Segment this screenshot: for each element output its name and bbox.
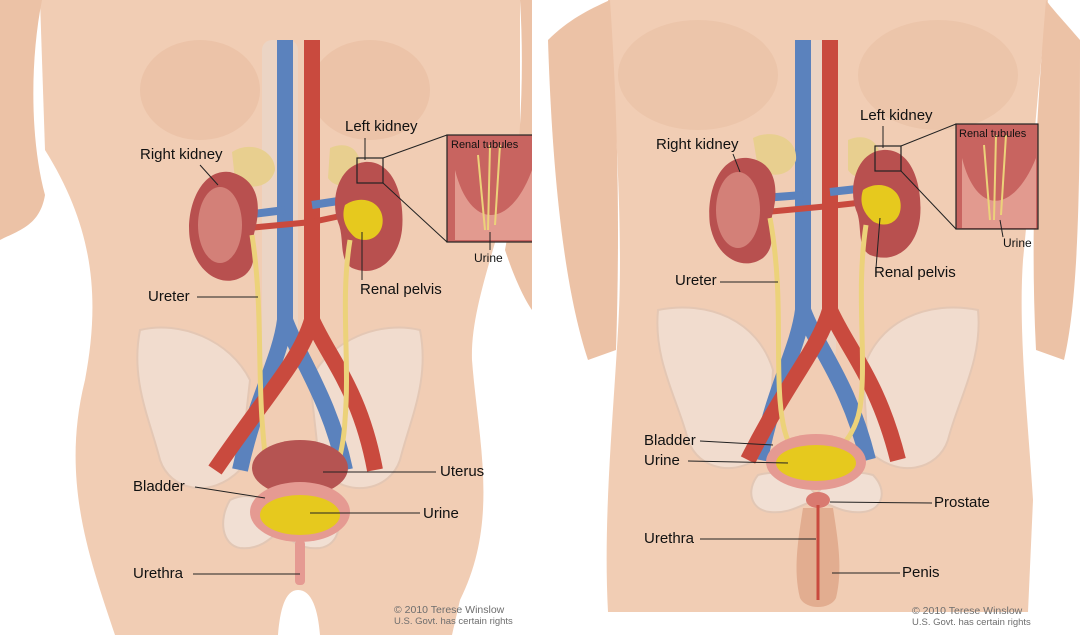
male-zoom-line-top	[900, 123, 957, 147]
female-zoom-line-top	[382, 134, 448, 159]
female-label-ureter: Ureter	[148, 288, 190, 305]
male-leader-urine	[687, 460, 789, 464]
female-inset-tubules	[477, 144, 501, 231]
female-left-arm	[0, 0, 45, 240]
male-inset-detail	[962, 158, 1036, 228]
female-label-right-kidney: Right kidney	[140, 146, 223, 163]
female-label-urine-inset: Urine	[474, 251, 503, 265]
female-leader-right-kidney	[199, 164, 219, 186]
male-leader-prostate	[829, 501, 933, 504]
female-left-renal-pelvis	[343, 199, 383, 240]
male-label-urine: Urine	[644, 452, 680, 469]
male-kidney-zoom-box	[874, 145, 902, 172]
female-bladder-urine	[260, 495, 340, 535]
female-rib-shade-right	[310, 40, 430, 140]
male-inset-tubules	[983, 134, 1007, 221]
male-label-prostate: Prostate	[934, 494, 990, 511]
female-right-kidney-highlight	[198, 187, 242, 263]
male-label-renal-pelvis: Renal pelvis	[874, 264, 956, 281]
male-credit-line2: U.S. Govt. has certain rights	[912, 617, 1031, 628]
female-vena-cava	[232, 40, 353, 472]
female-label-left-kidney: Left kidney	[345, 118, 418, 135]
male-bladder-urine	[776, 445, 856, 481]
female-inset-detail	[455, 170, 532, 240]
male-label-renal-tubules: Renal tubules	[959, 128, 1027, 140]
male-chest-shade-left	[618, 20, 778, 130]
male-label-ureter: Ureter	[675, 272, 717, 289]
male-leader-bladder	[699, 440, 774, 446]
male-right-ureter	[767, 217, 796, 452]
female-credit: © 2010 Terese Winslow U.S. Govt. has cer…	[394, 604, 513, 628]
female-panel: Right kidney Left kidney Renal tubules U…	[0, 0, 532, 635]
male-leader-urine-inset	[999, 219, 1004, 238]
female-leader-bladder	[194, 486, 266, 499]
male-zoom-line-bottom	[900, 170, 957, 230]
female-urethra	[295, 540, 305, 585]
female-pelvis	[136, 326, 424, 489]
male-renal-arteries	[765, 199, 867, 215]
male-label-urine-inset: Urine	[1003, 236, 1032, 250]
male-label-right-kidney: Right kidney	[656, 136, 739, 153]
female-label-urethra: Urethra	[133, 565, 184, 582]
male-left-ureter	[836, 224, 869, 452]
female-label-bladder: Bladder	[133, 478, 185, 495]
female-label-renal-tubules: Renal tubules	[451, 139, 519, 151]
male-panel: Right kidney Left kidney Renal tubules U…	[548, 0, 1080, 635]
male-credit: © 2010 Terese Winslow U.S. Govt. has cer…	[912, 605, 1031, 629]
male-leader-renal-pelvis	[875, 217, 881, 269]
male-pelvis	[656, 306, 980, 469]
male-left-arm	[548, 0, 618, 360]
female-rib-shade-left	[140, 40, 260, 140]
female-uterus	[252, 440, 348, 496]
female-zoom-line-bottom	[382, 182, 448, 243]
female-label-uterus: Uterus	[440, 463, 485, 480]
male-right-arm	[1033, 0, 1080, 360]
male-left-renal-pelvis	[861, 185, 901, 225]
female-renal-arteries	[247, 212, 346, 231]
male-credit-line1: © 2010 Terese Winslow	[912, 605, 1023, 617]
male-right-kidney-highlight	[716, 172, 760, 248]
female-right-adrenal	[232, 146, 275, 187]
male-chest-shade-right	[858, 20, 1018, 130]
male-label-bladder: Bladder	[644, 432, 696, 449]
female-label-renal-pelvis: Renal pelvis	[360, 281, 442, 298]
male-label-left-kidney: Left kidney	[860, 107, 933, 124]
female-illustration	[0, 0, 532, 635]
female-credit-line1: © 2010 Terese Winslow	[394, 604, 505, 616]
male-label-urethra: Urethra	[644, 530, 695, 547]
female-kidney-zoom-box	[356, 157, 384, 184]
male-leader-right-kidney	[732, 153, 741, 173]
male-label-penis: Penis	[902, 564, 940, 581]
female-label-urine: Urine	[423, 505, 459, 522]
male-illustration	[548, 0, 1080, 612]
female-credit-line2: U.S. Govt. has certain rights	[394, 616, 513, 627]
male-prostate	[806, 492, 830, 508]
